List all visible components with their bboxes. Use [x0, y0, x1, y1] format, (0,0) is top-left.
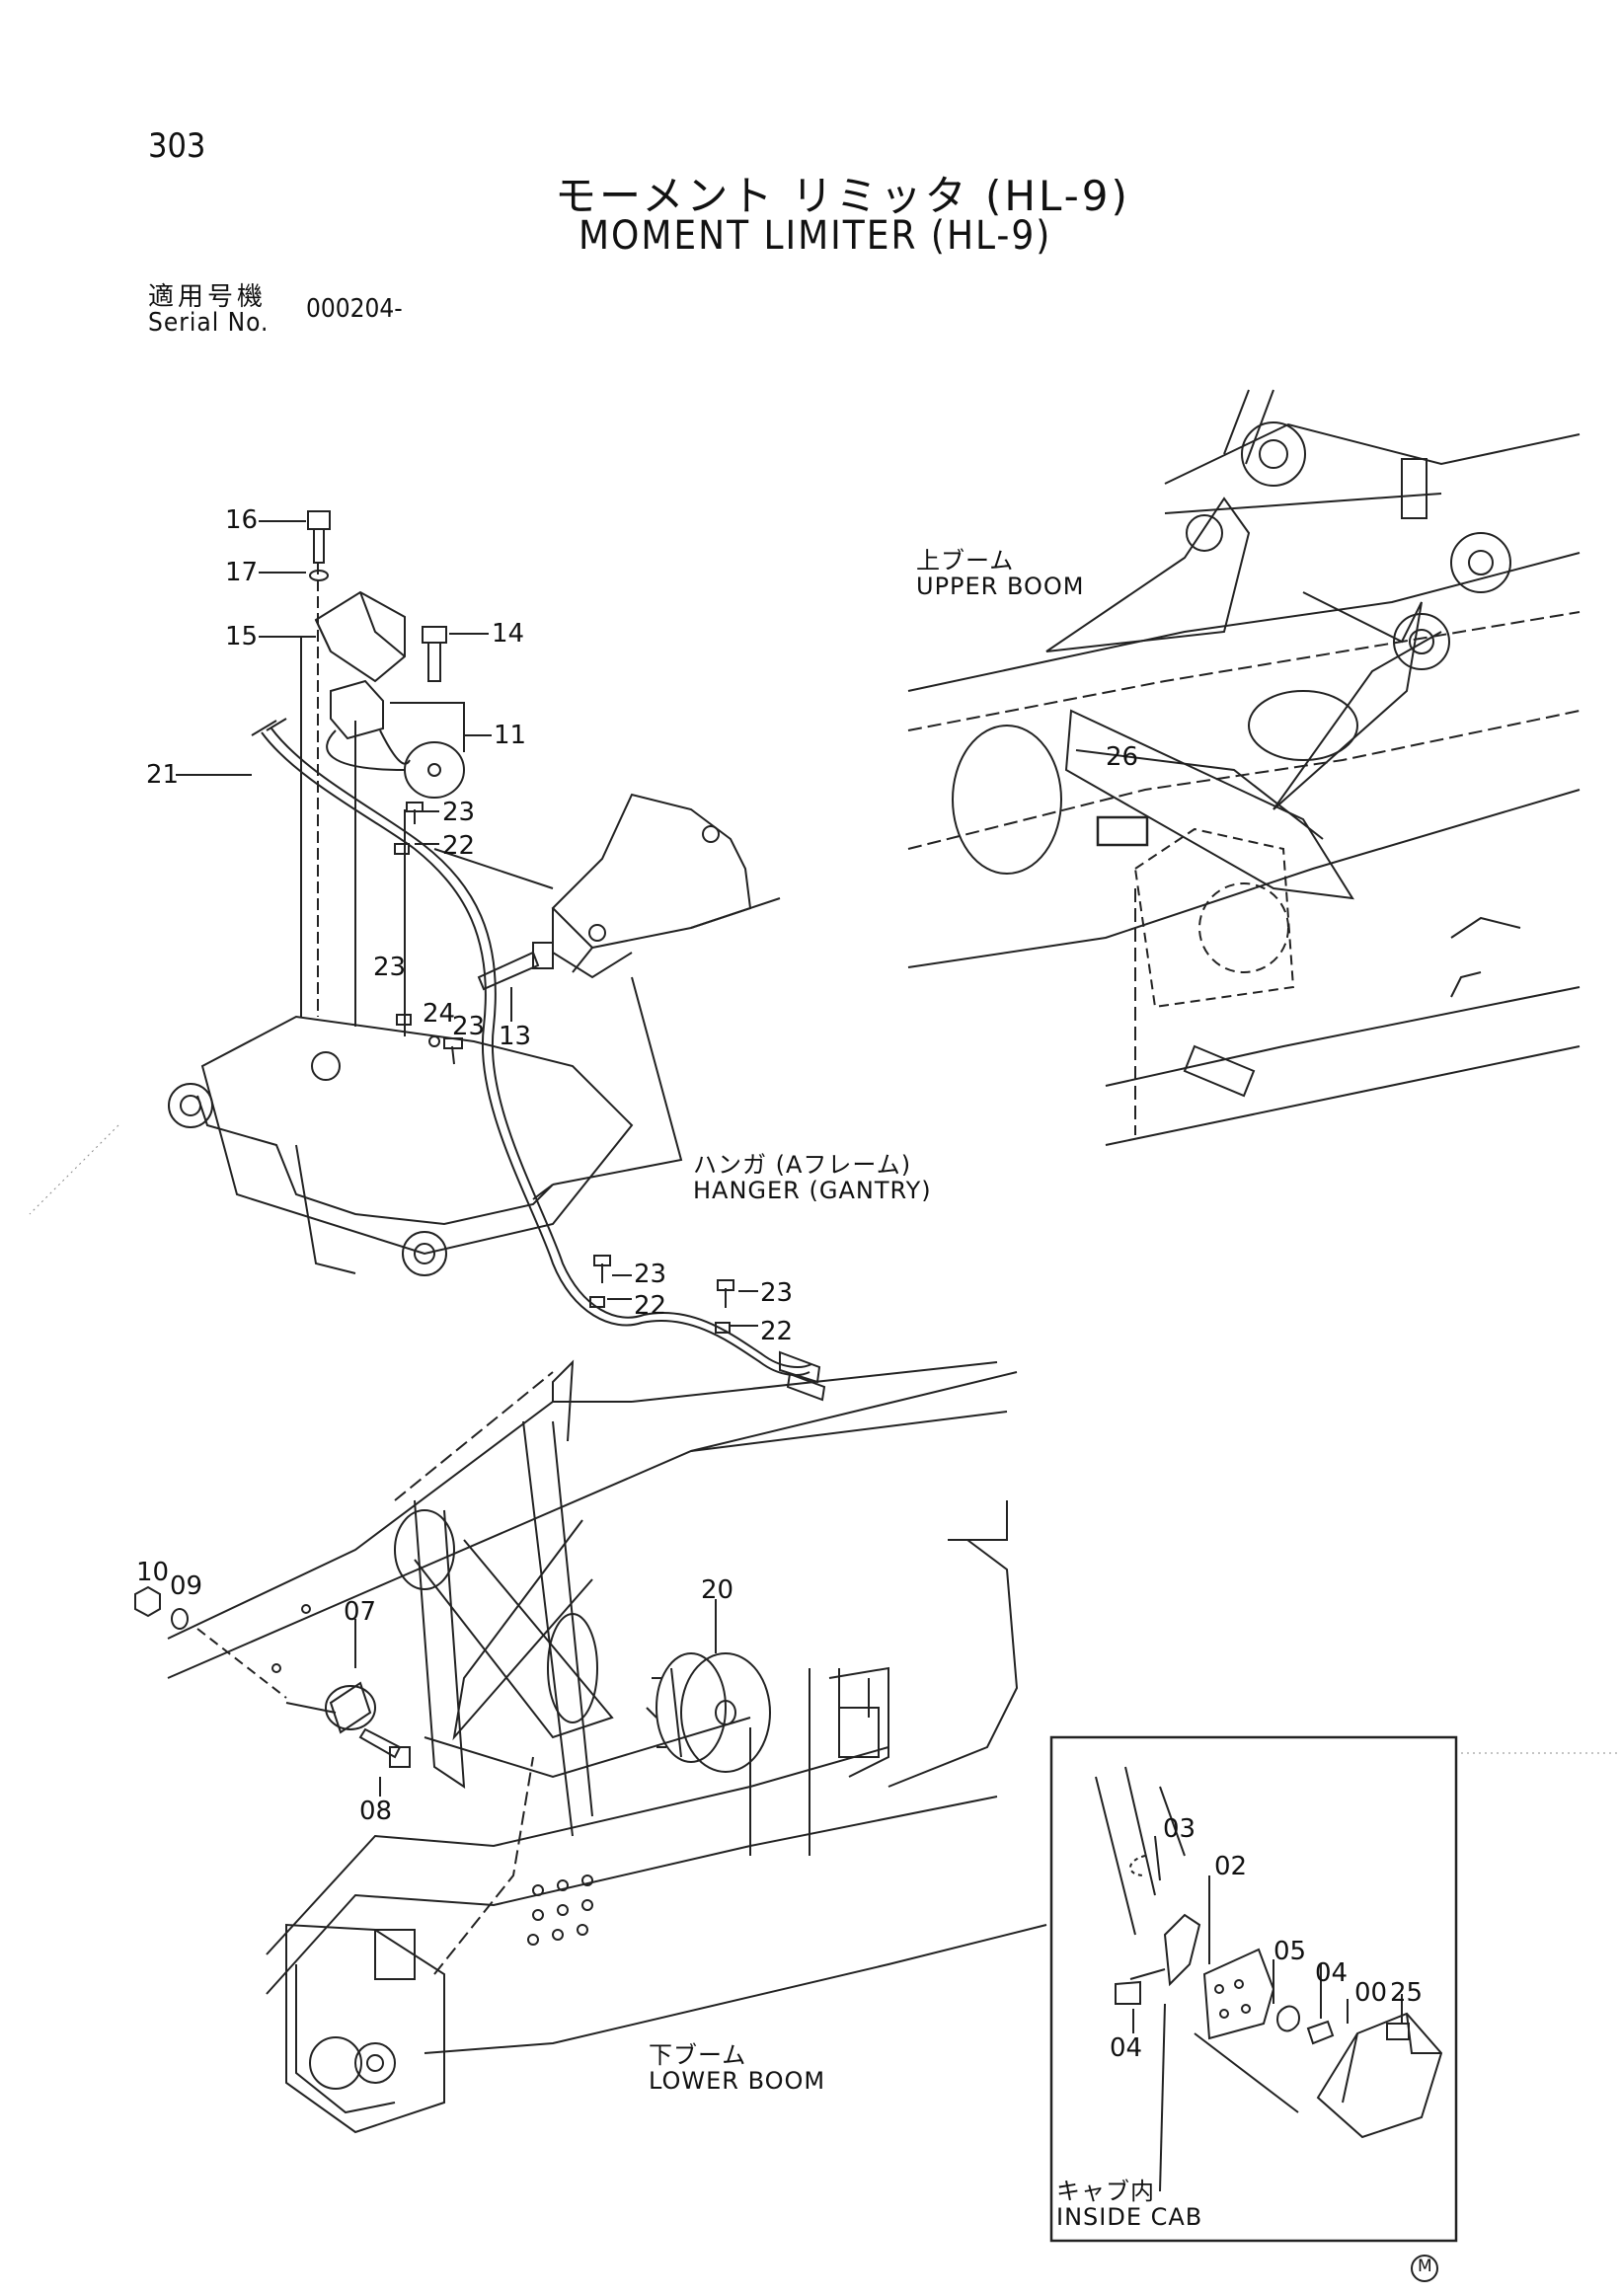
part-callout: 04: [1315, 1958, 1349, 1988]
lower-boom-label-jp: 下ブーム: [649, 2041, 747, 2069]
lower-boom-drawing: [134, 1359, 1047, 2134]
upper-boom-label-jp: 上ブーム: [916, 547, 1015, 574]
part-callout: 21: [146, 760, 180, 790]
part-callout: 22: [760, 1317, 794, 1346]
part-callout: 23: [760, 1278, 794, 1308]
title-english: MOMENT LIMITER (HL-9): [579, 213, 1052, 259]
boom-holes: [527, 1875, 593, 1946]
gantry-drawing: [168, 510, 826, 1402]
part-callout: 22: [442, 831, 476, 861]
part-callout: 11: [494, 721, 527, 750]
part-callout: 23: [452, 1012, 486, 1041]
part-callout: 14: [492, 619, 525, 649]
hanger-label-en: HANGER (GANTRY): [693, 1177, 932, 1204]
inside-cab-label-jp: キャブ内: [1056, 2178, 1155, 2205]
part-callout: 02: [1214, 1852, 1248, 1881]
hanger-label-jp: ハンガ (Aフレーム): [693, 1151, 912, 1179]
part-callout: 23: [634, 1260, 667, 1289]
upper-boom-drawing: [907, 389, 1581, 1146]
part-callout: 16: [225, 505, 259, 535]
inside-cab-label-en: INSIDE CAB: [1056, 2203, 1203, 2231]
inside-cab-inset: [1049, 1735, 1458, 2243]
part-callout: 13: [499, 1022, 532, 1051]
part-callout: 26: [1106, 742, 1139, 772]
footer-mark: M: [1418, 2257, 1432, 2276]
part-callout: 00: [1354, 1978, 1388, 2008]
part-callout: 08: [359, 1797, 393, 1826]
page-number: 303: [148, 126, 206, 166]
part-callout: 10: [136, 1558, 170, 1587]
part-callout: 03: [1163, 1814, 1196, 1844]
part-callout: 24: [423, 999, 456, 1029]
serial-label-japanese: 適用号機: [148, 282, 268, 312]
part-callout: 05: [1273, 1937, 1307, 1966]
part-callout: 23: [442, 798, 476, 827]
serial-label-english: Serial No.: [148, 308, 270, 338]
part-callout: 04: [1110, 2033, 1143, 2063]
part-callout: 20: [701, 1575, 734, 1605]
title-japanese: モーメント リミッタ (HL-9): [555, 172, 1130, 220]
part-callout: 23: [373, 953, 407, 982]
lower-boom-label-en: LOWER BOOM: [649, 2067, 826, 2095]
part-callout: 09: [170, 1571, 203, 1601]
part-callout: 15: [225, 622, 259, 651]
part-callout: 22: [634, 1291, 667, 1321]
part-callout: 07: [344, 1597, 377, 1627]
part-callout: 17: [225, 558, 259, 587]
upper-boom-label-en: UPPER BOOM: [916, 573, 1085, 600]
part-callout: 25: [1390, 1978, 1424, 2008]
serial-number-value: 000204-: [306, 294, 403, 324]
